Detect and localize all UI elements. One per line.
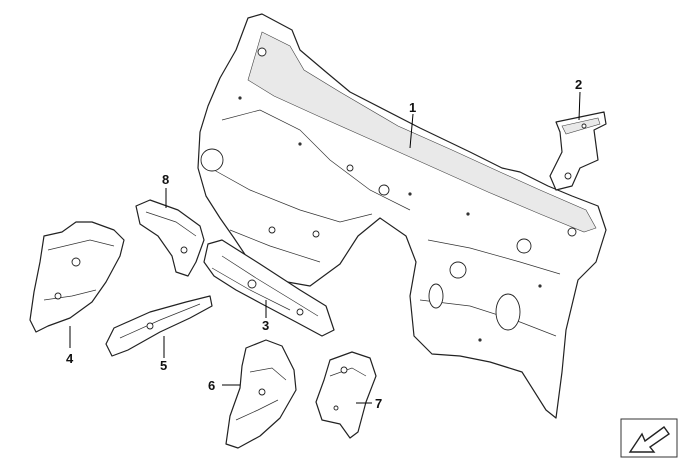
callout-7: 7 xyxy=(375,396,382,411)
view-direction-arrow-icon xyxy=(620,418,678,458)
callout-1: 1 xyxy=(409,100,416,115)
part-7-side-bracket[interactable] xyxy=(315,351,377,439)
leader-1 xyxy=(409,113,414,149)
callout-8: 8 xyxy=(162,172,169,187)
part-4-side-panel[interactable] xyxy=(29,221,125,333)
callout-4: 4 xyxy=(66,351,74,366)
part-1-bulkhead[interactable] xyxy=(197,13,607,419)
part-3-reinforcement[interactable] xyxy=(203,239,335,337)
callout-5: 5 xyxy=(160,358,167,373)
part-2-bracket[interactable] xyxy=(549,111,607,191)
part-5-lower-rail[interactable] xyxy=(105,295,213,357)
callout-2: 2 xyxy=(575,77,582,92)
part-8-upright-bracket[interactable] xyxy=(135,199,205,277)
part-6-lower-bracket[interactable] xyxy=(225,339,297,449)
callout-6: 6 xyxy=(208,378,215,393)
callout-3: 3 xyxy=(262,318,269,333)
leader-2 xyxy=(578,91,581,121)
